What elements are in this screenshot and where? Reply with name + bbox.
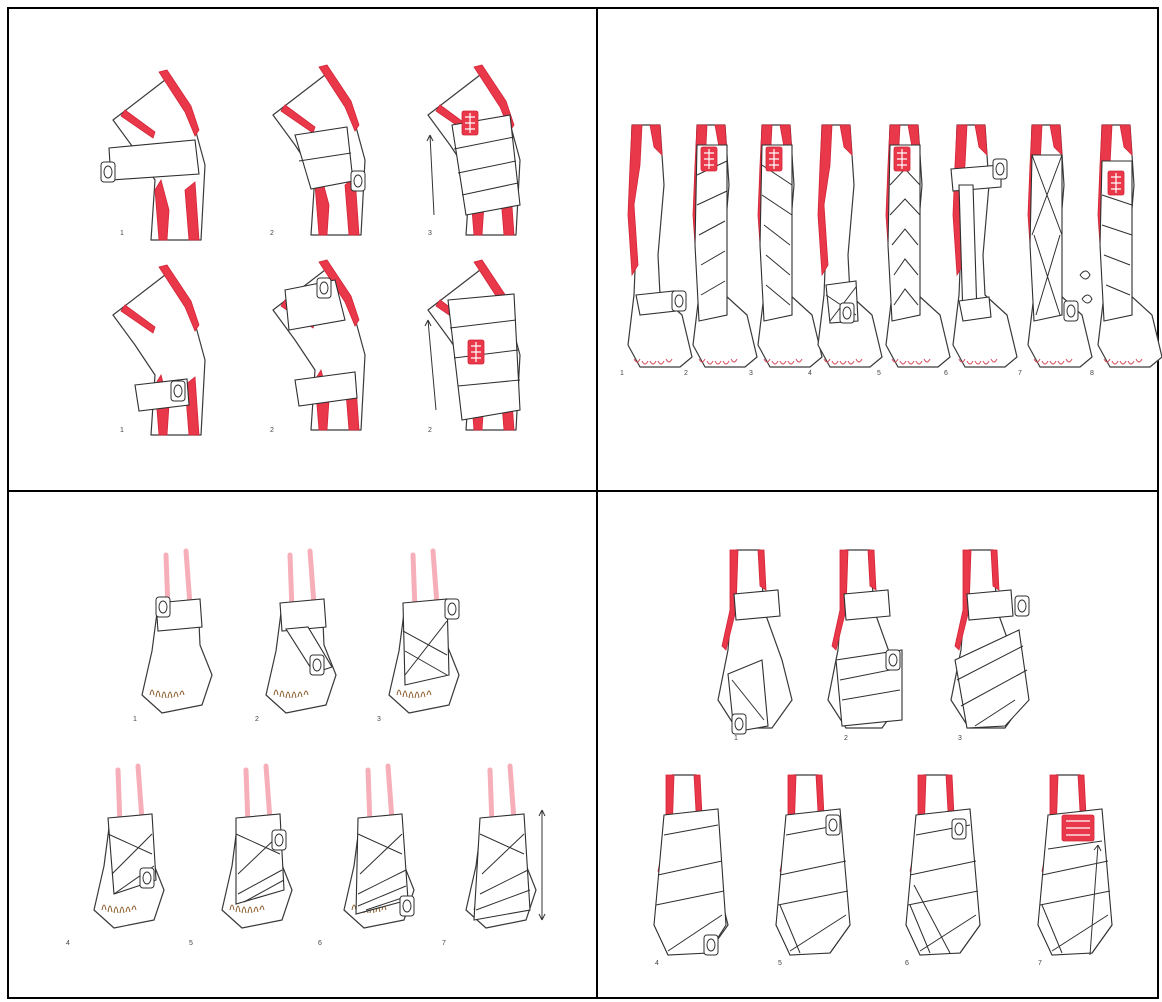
foot-step-figure <box>266 551 336 713</box>
leg-step-label: 1 <box>620 370 624 377</box>
leg-step-label: 3 <box>749 370 753 377</box>
leg-step-label: 6 <box>944 370 948 377</box>
foot-step-figure <box>389 551 459 713</box>
knee-step-figure <box>425 260 520 430</box>
knee-step-label: 2 <box>270 230 274 237</box>
heel-step-figure <box>828 550 902 728</box>
knee-step-figure <box>273 65 365 235</box>
foot-bandage-panel: 1 2 3 4 5 6 7 <box>66 551 545 947</box>
heel-step-label: 4 <box>655 960 659 967</box>
knee-step-label: 2 <box>270 427 274 434</box>
heel-ankle-bandage-panel: 1 2 3 4 5 6 7 <box>654 550 1112 967</box>
foot-step-label: 7 <box>442 940 446 947</box>
heel-step-figure <box>906 775 980 955</box>
foot-step-figure <box>466 766 545 928</box>
heel-step-label: 1 <box>734 735 738 742</box>
leg-step-figure <box>1080 125 1162 367</box>
leg-step-figure <box>628 125 692 367</box>
foot-step-label: 2 <box>255 716 259 723</box>
heel-step-figure <box>776 775 850 955</box>
foot-step-label: 6 <box>318 940 322 947</box>
leg-step-label: 4 <box>808 370 812 377</box>
knee-step-label: 2 <box>428 427 432 434</box>
heel-step-figure <box>654 775 728 955</box>
knee-step-label: 3 <box>428 230 432 237</box>
foot-step-figure <box>344 766 414 928</box>
knee-step-figure <box>273 260 365 430</box>
lower-leg-bandage-panel: 1 2 3 4 5 6 7 8 <box>620 125 1162 377</box>
leg-step-figure <box>693 125 757 367</box>
leg-step-label: 2 <box>684 370 688 377</box>
foot-step-figure <box>94 766 164 928</box>
leg-step-figure <box>1028 125 1092 367</box>
heel-step-figure <box>1038 775 1112 955</box>
foot-step-label: 1 <box>133 716 137 723</box>
leg-step-figure <box>758 125 822 367</box>
leg-step-label: 5 <box>877 370 881 377</box>
knee-step-figure <box>101 70 205 240</box>
heel-step-label: 3 <box>958 735 962 742</box>
heel-step-label: 5 <box>778 960 782 967</box>
foot-step-label: 3 <box>377 716 381 723</box>
leg-step-figure <box>951 125 1017 367</box>
leg-step-figure <box>818 125 882 367</box>
knee-step-figure <box>427 65 520 235</box>
leg-step-label: 7 <box>1018 370 1022 377</box>
foot-step-label: 4 <box>66 940 70 947</box>
heel-step-figure <box>718 550 792 734</box>
heel-step-label: 2 <box>844 735 848 742</box>
knee-bandage-panel: 1 2 3 1 2 2 <box>101 65 520 435</box>
leg-step-label: 8 <box>1090 370 1094 377</box>
heel-step-figure <box>951 550 1029 728</box>
foot-step-figure <box>222 766 292 928</box>
heel-step-label: 6 <box>905 960 909 967</box>
leg-step-figure <box>886 125 950 367</box>
knee-step-label: 1 <box>120 230 124 237</box>
knee-step-label: 1 <box>120 427 124 434</box>
heel-step-label: 7 <box>1038 960 1042 967</box>
foot-step-figure <box>142 551 212 713</box>
knee-step-figure <box>113 265 205 435</box>
foot-step-label: 5 <box>189 940 193 947</box>
